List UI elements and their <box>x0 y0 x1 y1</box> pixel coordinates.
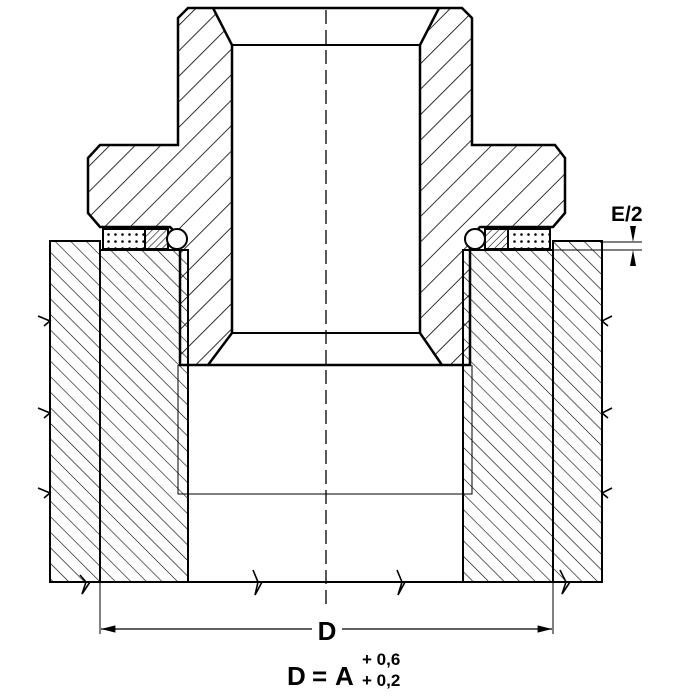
seal-left <box>102 228 188 250</box>
tolerance-formula: D = A + 0,6 + 0,2 <box>287 650 400 691</box>
diameter-dimension: D <box>99 250 554 646</box>
formula-equals: = <box>312 661 327 691</box>
socket-outline <box>177 365 473 495</box>
upper-tolerance: + 0,6 <box>362 650 400 669</box>
seal-right <box>464 228 551 250</box>
formula-lhs: D <box>287 661 306 691</box>
gap-label: E/2 <box>611 203 643 226</box>
formula-base: A <box>335 661 354 691</box>
lower-tolerance: + 0,2 <box>362 671 400 690</box>
gap-dimension: E/2 <box>553 203 643 266</box>
pipe-wall-right <box>462 240 603 583</box>
dimension-label: D <box>318 616 337 646</box>
break-marks <box>37 315 613 596</box>
pipe-wall-left <box>49 240 189 583</box>
